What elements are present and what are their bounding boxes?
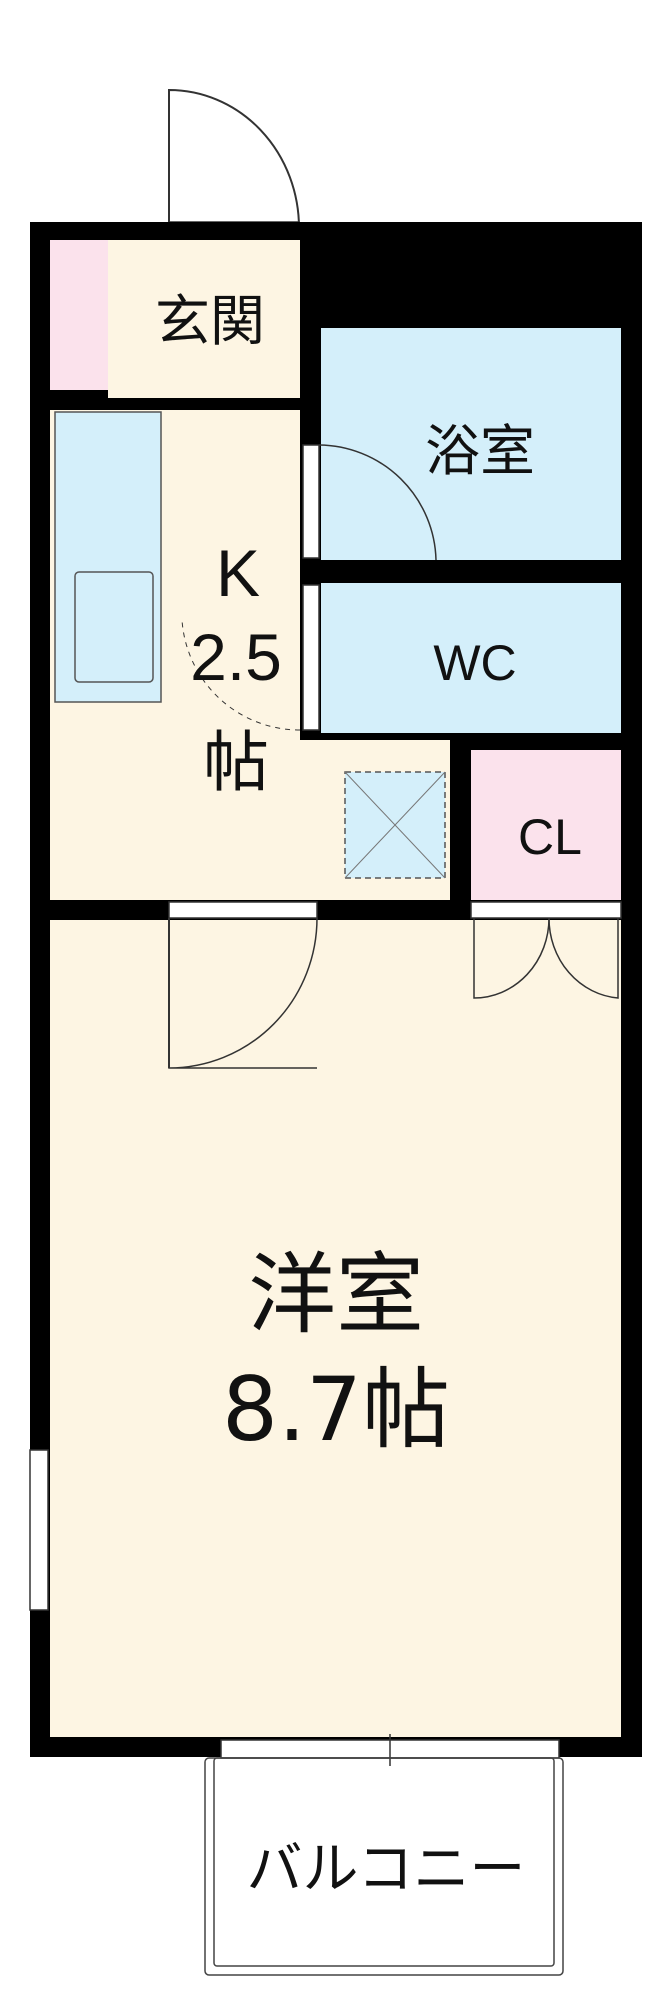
side-window (29, 1449, 49, 1611)
wc-area (321, 583, 621, 733)
wc-label: WC (433, 635, 516, 691)
kitchen-label-jo: 帖 (203, 724, 269, 801)
entrance-door (168, 88, 300, 235)
closet-area (471, 750, 621, 900)
storage-box (344, 771, 446, 879)
bath-door (302, 444, 437, 561)
closet-genkan-area (50, 240, 108, 390)
western-room-label: 洋室 (248, 1243, 424, 1346)
western-room-size: 8.7帖 (222, 1358, 450, 1461)
bath-label: 浴室 (425, 419, 535, 483)
kitchen-label-size: 2.5 (190, 620, 282, 694)
closet-door (470, 901, 622, 999)
wc-door (181, 584, 320, 731)
genkan-area (108, 240, 300, 398)
balcony-label: バルコニー (247, 1837, 526, 1902)
balcony (204, 1757, 564, 1976)
kitchen-counter (54, 411, 162, 703)
bath-area (321, 328, 621, 560)
western-room-area (50, 920, 621, 1737)
closet-label: CL (518, 809, 582, 865)
kitchen-label-k: K (216, 536, 260, 610)
genkan-label: 玄関 (155, 289, 265, 353)
western-room-door (168, 901, 318, 1069)
